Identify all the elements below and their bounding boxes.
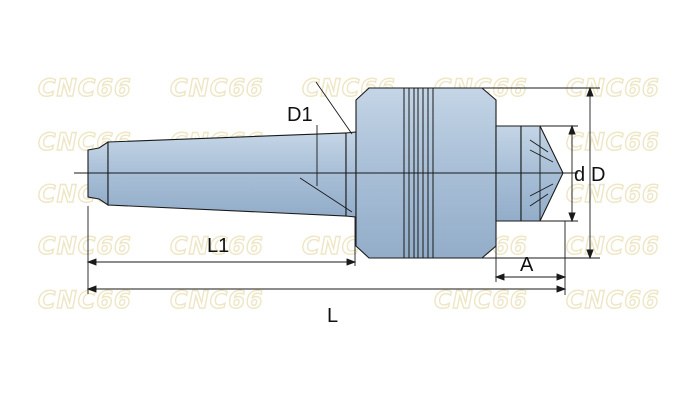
watermark-text: CNC66 <box>38 74 132 102</box>
watermark-text: CNC66 <box>170 286 264 314</box>
label-d1: D1 <box>287 104 313 126</box>
watermark-text: CNC66 <box>38 232 132 260</box>
watermark-text: CNC66 <box>38 286 132 314</box>
watermark-text: CNC66 <box>566 286 660 314</box>
label-a: A <box>520 254 534 276</box>
watermark-text: CNC66 <box>170 74 264 102</box>
watermark-text: CNC66 <box>170 232 264 260</box>
label-d-big: D <box>591 164 605 186</box>
label-l: L <box>327 305 338 327</box>
label-d: d <box>574 164 585 186</box>
watermark-text: CNC66 <box>566 180 660 208</box>
label-l1: L1 <box>207 235 229 257</box>
watermark-text: CNC66 <box>566 128 660 156</box>
dimension-lines <box>86 81 600 295</box>
step-collar <box>345 131 357 218</box>
watermark-text: CNC66 <box>566 232 660 260</box>
taper-shank <box>107 132 347 217</box>
watermark-text: CNC66 <box>434 286 528 314</box>
